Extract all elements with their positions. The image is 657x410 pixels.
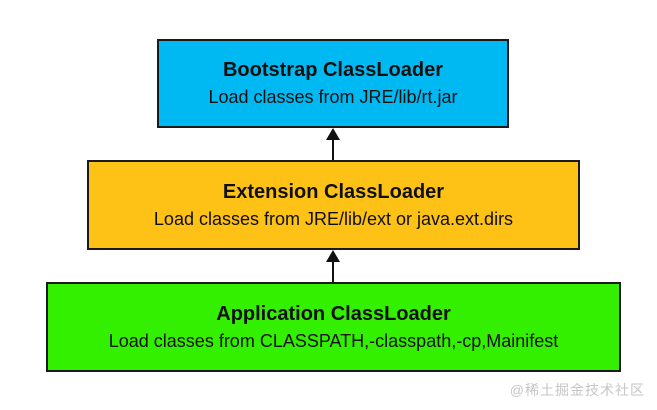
- extension-classloader-box: Extension ClassLoader Load classes from …: [87, 160, 580, 250]
- arrow-up-icon: [326, 250, 340, 262]
- arrow-up-icon: [326, 128, 340, 140]
- arrow-application-to-extension: [326, 250, 340, 282]
- arrow-extension-to-bootstrap: [326, 128, 340, 160]
- bootstrap-classloader-title: Bootstrap ClassLoader: [222, 59, 444, 81]
- arrow-line: [332, 262, 334, 282]
- bootstrap-classloader-subtitle: Load classes from JRE/lib/rt.jar: [208, 87, 458, 107]
- bootstrap-classloader-box: Bootstrap ClassLoader Load classes from …: [157, 39, 509, 128]
- application-classloader-box: Application ClassLoader Load classes fro…: [46, 282, 621, 372]
- application-classloader-subtitle: Load classes from CLASSPATH,-classpath,-…: [108, 330, 559, 351]
- watermark: @稀土掘金技术社区: [509, 382, 645, 398]
- extension-classloader-title: Extension ClassLoader: [222, 180, 445, 203]
- arrow-line: [332, 140, 334, 160]
- application-classloader-title: Application ClassLoader: [216, 302, 451, 325]
- extension-classloader-subtitle: Load classes from JRE/lib/ext or java.ex…: [153, 208, 514, 229]
